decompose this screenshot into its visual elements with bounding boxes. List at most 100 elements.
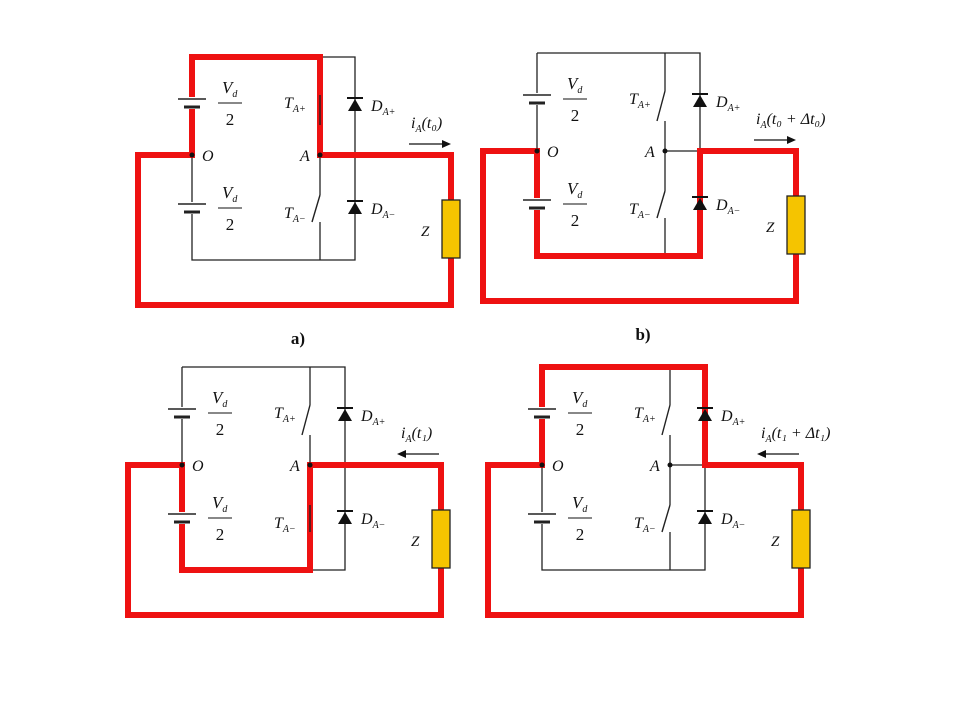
upper-switch-label: TA+ <box>634 405 656 425</box>
source-label-den: 2 <box>216 525 225 544</box>
upper-diode-triangle <box>693 95 707 107</box>
bridge-wiring <box>536 52 701 257</box>
source-label-den: 2 <box>571 211 580 230</box>
current-indicator: iA(t₁ + Δt₁) <box>757 425 830 458</box>
node-o-label: O <box>192 458 204 475</box>
current-indicator: iA(t₁) <box>397 425 439 458</box>
return-wire <box>487 464 802 616</box>
current-path-return <box>135 255 454 308</box>
node-o-dot <box>179 462 185 468</box>
source-label-den: 2 <box>576 525 585 544</box>
source-label-num: Vd <box>572 493 588 515</box>
source-label-num: Vd <box>222 78 238 100</box>
output-wire <box>665 150 797 196</box>
upper-diode: DA+ <box>337 407 385 428</box>
return-wire <box>137 154 452 306</box>
current-label: iA(t₀) <box>411 115 442 135</box>
source-label-den: 2 <box>571 106 580 125</box>
dc-source-lower: Vd2 <box>523 179 587 230</box>
current-arrow-head <box>397 450 406 458</box>
dc-source-upper: Vd 2 <box>168 388 232 439</box>
lower-diode-triangle <box>693 198 707 210</box>
upper-switch-blade <box>656 90 666 122</box>
current-path <box>125 462 444 618</box>
source-label-den: 2 <box>576 420 585 439</box>
upper-diode-triangle <box>338 409 352 421</box>
lower-diode-label: DA− <box>370 201 395 221</box>
node-o-label: O <box>202 148 214 165</box>
upper-switch: TA+ <box>629 90 666 122</box>
upper-switch-label: TA+ <box>274 405 296 425</box>
upper-diode-triangle <box>698 409 712 421</box>
node-a-dot <box>317 152 323 158</box>
upper-switch: TA+ <box>284 95 321 125</box>
current-path-return <box>480 251 799 304</box>
lower-diode-label: DA− <box>720 511 745 531</box>
lower-switch-label: TA− <box>274 515 296 535</box>
source-label-den: 2 <box>226 110 235 129</box>
load-label: Z <box>411 534 420 550</box>
lower-switch-label: TA− <box>629 201 651 221</box>
lower-switch-blade <box>661 504 671 533</box>
upper-diode-label: DA+ <box>720 408 745 428</box>
current-path <box>480 148 799 304</box>
upper-switch-label: TA+ <box>629 91 651 111</box>
load-label: Z <box>771 534 780 550</box>
lower-switch-label: TA− <box>284 205 306 225</box>
source-label-num: Vd <box>572 388 588 410</box>
source-label-den: 2 <box>226 215 235 234</box>
source-label-num: Vd <box>212 388 228 410</box>
current-arrow-head <box>757 450 766 458</box>
upper-diode-label: DA+ <box>370 98 395 118</box>
lower-diode: DA− <box>347 200 395 221</box>
dc-source-upper: Vd 2 <box>528 388 592 439</box>
upper-diode-label: DA+ <box>360 408 385 428</box>
lower-switch: TA− <box>634 504 671 535</box>
upper-diode: DA+ <box>347 97 395 118</box>
load-label: Z <box>766 220 775 236</box>
current-path <box>485 364 804 618</box>
node-a-dot <box>307 462 313 468</box>
lower-switch: TA− <box>284 194 321 225</box>
load-impedance: Z <box>771 509 811 569</box>
lower-diode: DA− <box>697 510 745 531</box>
load-body <box>791 509 811 569</box>
load-impedance: Z <box>766 195 806 255</box>
dc-source-lower: Vd 2 <box>168 493 232 544</box>
source-label-num: Vd <box>212 493 228 515</box>
source-label-den: 2 <box>216 420 225 439</box>
node-o-dot <box>534 148 540 154</box>
upper-switch: TA+ <box>274 404 311 436</box>
dc-source-lower: Vd 2 <box>528 493 592 544</box>
current-path-return <box>485 565 804 618</box>
node-a-label: A <box>299 148 310 165</box>
return-wire <box>482 150 797 302</box>
node-o-dot <box>539 462 545 468</box>
source-label-num: Vd <box>567 74 583 96</box>
dc-source-lower: Vd 2 <box>178 183 242 234</box>
current-label: iA(t₁) <box>401 425 432 445</box>
lower-switch-label: TA− <box>634 515 656 535</box>
panel-caption: a) <box>291 329 305 348</box>
node-a-dot <box>667 462 673 468</box>
node-o-label: O <box>552 458 564 475</box>
dc-source-upper: Vd 2 <box>178 78 242 129</box>
source-label-num: Vd <box>222 183 238 205</box>
lower-diode-label: DA− <box>360 511 385 531</box>
upper-switch-blade <box>661 404 671 436</box>
lower-switch: TA− <box>274 505 311 535</box>
current-label: iA(t₁ + Δt₁) <box>761 425 830 445</box>
load-body <box>431 509 451 569</box>
lower-diode-triangle <box>348 202 362 214</box>
output-wire <box>320 154 452 200</box>
lower-switch-blade <box>656 190 666 219</box>
output-wire <box>310 464 442 510</box>
load-impedance: Z <box>411 509 451 569</box>
bridge-wiring <box>541 366 706 571</box>
lower-switch-blade <box>311 194 321 223</box>
